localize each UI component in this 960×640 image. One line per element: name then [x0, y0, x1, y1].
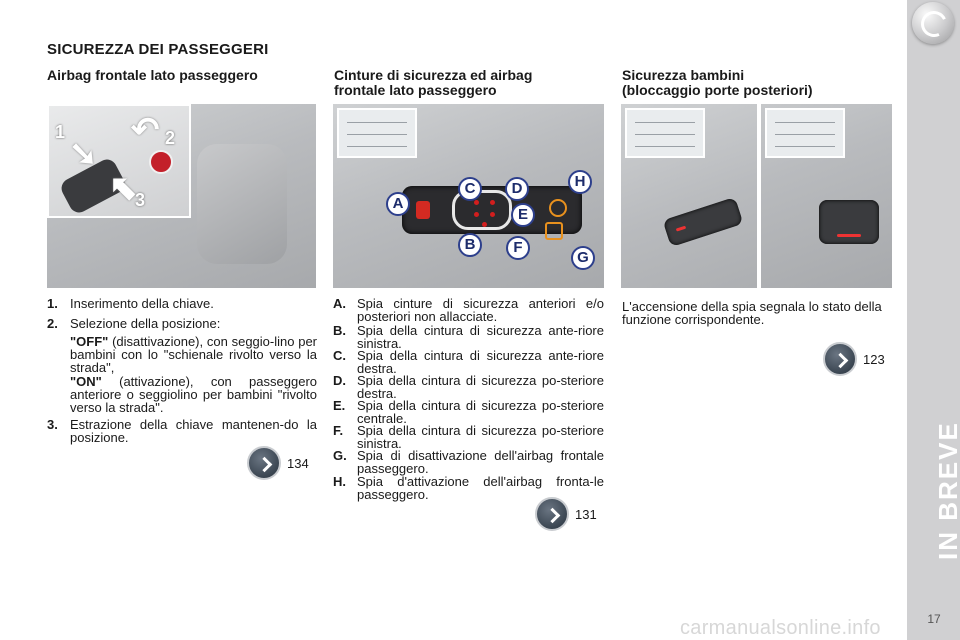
option-off: "OFF" (disattivazione), con seggio-lino … [70, 334, 317, 375]
watermark: carmanualsonline.info [680, 617, 881, 639]
option-on: "ON" (attivazione), con passeggero anter… [70, 374, 317, 415]
legend-item: G.Spia di disattivazione dell'airbag fro… [333, 448, 604, 476]
seat-dot [474, 200, 479, 205]
section-heading-seatbelts: Cinture di sicurezza ed airbag frontale … [334, 67, 533, 98]
car-seat-map-icon [452, 190, 512, 230]
airbag-switch-icon [149, 150, 173, 174]
legend-item: H.Spia d'attivazione dell'airbag fronta-… [333, 474, 604, 502]
seatbelt-warning-icon [416, 201, 430, 219]
seat-dot [474, 212, 479, 217]
seat-dot [482, 222, 487, 227]
legend-item: F.Spia della cintura di sicurezza po-ste… [333, 423, 604, 451]
figure-label-h: H [568, 170, 592, 194]
page-number: 17 [927, 612, 941, 626]
legend-item: D.Spia della cintura di sicurezza po-ste… [333, 373, 604, 401]
dashboard-inset [625, 108, 705, 158]
section-heading-airbag: Airbag frontale lato passeggero [47, 67, 258, 83]
page-reference-number: 134 [287, 456, 309, 471]
chevron-right-icon[interactable] [535, 497, 569, 531]
door-panel [197, 144, 287, 264]
child-safety-text: L'accensione della spia segnala lo stato… [622, 299, 882, 327]
legend-item: C.Spia della cintura di sicurezza ante-r… [333, 348, 604, 376]
child-lock-photo [621, 104, 892, 288]
figure-label-g: G [571, 246, 595, 270]
airbag-on-icon [545, 222, 563, 240]
arrow-icon: ⬉ [109, 169, 138, 207]
airbag-switch-photo: ➘ ↶ ⬉ 1 2 3 [47, 104, 316, 288]
figure-label-e: E [511, 203, 535, 227]
figure-label-f: F [506, 236, 530, 260]
figure-step-label: 3 [135, 190, 146, 210]
chapter-sidebar [907, 0, 960, 640]
arrow-icon: ↶ [131, 111, 160, 149]
list-item: 2. Selezione della posizione: [47, 316, 221, 331]
child-lock-button [819, 200, 879, 244]
legend-item: E.Spia della cintura di sicurezza po-ste… [333, 398, 604, 426]
seat-dot [490, 212, 495, 217]
seat-dot [490, 200, 495, 205]
chapter-circle-icon [912, 2, 954, 44]
child-lock-button [662, 196, 744, 248]
chevron-right-icon[interactable] [247, 446, 281, 480]
figure-label-d: D [505, 177, 529, 201]
page-title: SICUREZZA DEI PASSEGGERI [47, 41, 269, 58]
list-item: 1. Inserimento della chiave. [47, 296, 214, 311]
page-reference-number: 131 [575, 507, 597, 522]
airbag-off-icon [549, 199, 567, 217]
legend-item: B.Spia della cintura di sicurezza ante-r… [333, 323, 604, 351]
dashboard-inset [765, 108, 845, 158]
chevron-right-icon[interactable] [823, 342, 857, 376]
chapter-tab-label: IN BREVE [933, 421, 960, 560]
figure-label-a: A [386, 192, 410, 216]
figure-step-label: 2 [165, 128, 176, 148]
key-inset: ➘ ↶ ⬉ 1 2 3 [47, 104, 191, 218]
figure-step-label: 1 [55, 122, 66, 142]
arrow-icon: ➘ [69, 135, 98, 173]
dashboard-inset [337, 108, 417, 158]
page-reference-number: 123 [863, 352, 885, 367]
figure-label-b: B [458, 233, 482, 257]
list-item: 3. Estrazione della chiave mantenen-do l… [47, 417, 317, 445]
legend-item: A.Spia cinture di sicurezza anteriori e/… [333, 296, 604, 324]
figure-label-c: C [458, 177, 482, 201]
section-heading-child-safety: Sicurezza bambini (bloccaggio porte post… [622, 67, 813, 98]
